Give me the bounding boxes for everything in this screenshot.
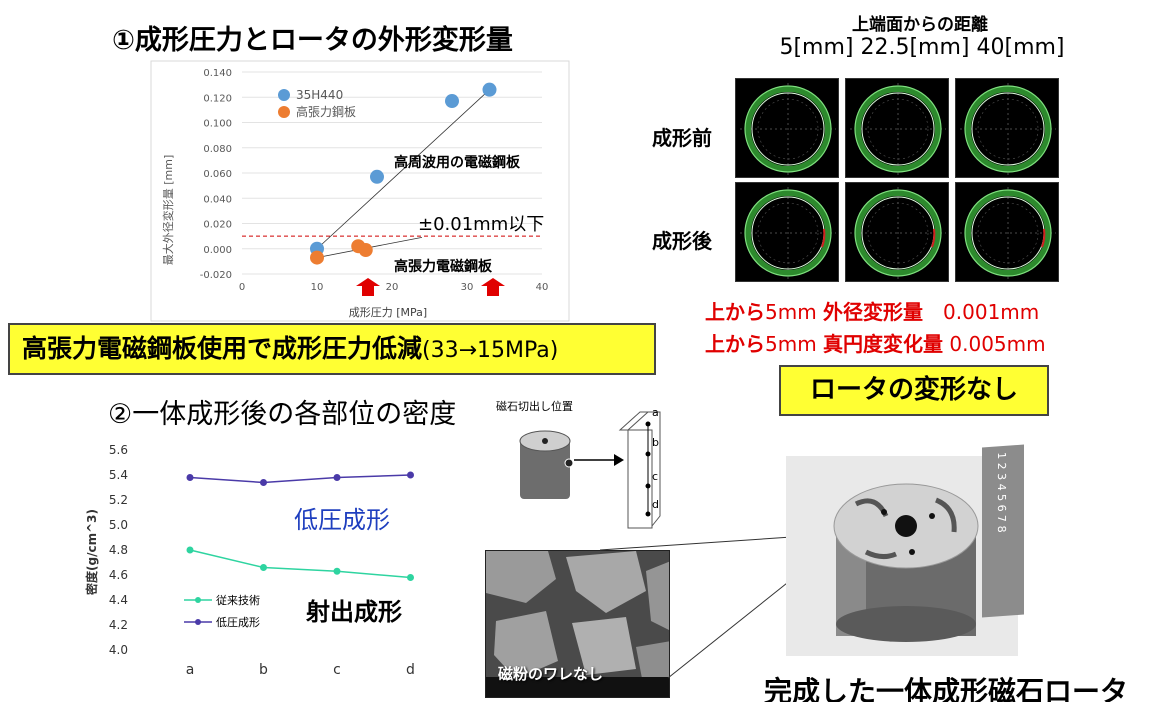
small-rotor-photo [514, 425, 576, 501]
section2-title: ②一体成形後の各部位の密度 [108, 399, 457, 430]
ring-section-image [735, 78, 839, 178]
arrow-33mpa [481, 278, 505, 296]
chart1-xtick: 10 [311, 282, 324, 293]
distance-title: 上端面からの距離 [852, 15, 988, 35]
ruler: 1 2 3 4 5 6 7 8 [982, 444, 1024, 618]
pressure-reduction-banner: 高張力電磁鋼板使用で成形圧力低減(33→15MPa) [8, 323, 656, 375]
ring-section-image [955, 182, 1059, 282]
cut-point-a: a [652, 406, 659, 419]
micrograph-caption: 磁粉のワレなし [498, 665, 604, 683]
pointer-arrow [574, 454, 624, 466]
series-point-1 [407, 471, 414, 479]
chart2-xtick: c [333, 662, 341, 678]
chart2-ytick: 4.8 [109, 543, 128, 557]
ring-section-image [955, 78, 1059, 178]
pressure-deformation-chart: 0.140 0.120 0.100 0.080 0.060 0.040 0.020 0.000… [150, 60, 570, 322]
annotation-tolerance: ±0.01mm以下 [418, 214, 544, 235]
series-point-1 [260, 479, 267, 486]
result-outer-deformation: 上から5mm 外径変形量 0.001mm [705, 300, 1040, 324]
no-deformation-banner: ロータの変形なし [779, 365, 1049, 416]
point-35h440 [370, 169, 384, 184]
row-label-after: 成形後 [652, 229, 712, 253]
series-point-1 [186, 474, 194, 481]
chart1-xtick: 0 [239, 282, 245, 293]
cut-point-c: c [652, 470, 658, 483]
chart2-ytick: 4.6 [109, 568, 128, 582]
chart2-ytick: 5.4 [109, 468, 128, 482]
section1-title: ①成形圧力とロータの外形変形量 [112, 25, 513, 56]
chart2-xtick: b [259, 662, 268, 678]
chart1-xtick: 40 [536, 282, 549, 293]
series-point-0 [333, 567, 341, 575]
ruler-scale: 1 2 3 4 5 6 7 8 [995, 451, 1008, 534]
legend-marker-high-tension [278, 106, 290, 118]
chart2-ytick: 5.0 [109, 518, 128, 532]
result-roundness-change: 上から5mm 真円度変化量 0.005mm [705, 332, 1046, 356]
point-35h440 [482, 82, 497, 97]
chart2-ytick: 5.6 [109, 443, 128, 457]
chart2-ytick: 4.2 [109, 618, 128, 632]
row-label-before: 成形前 [652, 126, 712, 150]
chart2-xtick: d [406, 662, 415, 678]
banner1-paren: (33→15MPa) [422, 338, 559, 363]
density-chart: 5.6 5.4 5.2 5.0 4.8 4.6 4.4 4.2 4.0 a b c d 密度(g/cm… [84, 443, 415, 678]
chart1-xlabel: 成形圧力 [MPa] [349, 306, 427, 319]
series-line-1 [189, 474, 411, 484]
arrow-15mpa [356, 278, 380, 296]
legend-marker-35h440 [278, 89, 290, 101]
cut-point-b: b [652, 436, 659, 449]
chart1-ytick: 0.140 [203, 68, 232, 79]
ring-section-image [845, 78, 949, 178]
chart1-ytick: 0.120 [203, 93, 232, 104]
chart2-ytick: 4.0 [109, 643, 128, 657]
finished-rotor-caption: 完成した一体成形磁石ロータ [764, 675, 1129, 702]
chart2-ytick: 4.4 [109, 593, 128, 607]
annotation-high-frequency-steel: 高周波用の電磁鋼板 [394, 154, 521, 171]
trend-line-35h440 [316, 89, 490, 250]
chart1-ytick: 0.080 [203, 144, 232, 155]
label-low-pressure-forming: 低圧成形 [294, 506, 390, 534]
micrograph-image: 磁粉のワレなし [485, 550, 670, 698]
point-high-tension [358, 243, 373, 258]
chart1-ytick: -0.020 [200, 270, 232, 281]
chart1-ytick: 0.020 [203, 220, 232, 231]
legend-marker-low-pressure [195, 619, 201, 625]
cut-position-label: 磁石切出し位置 [496, 400, 573, 413]
point-high-tension [310, 250, 324, 265]
legend-label-low-pressure: 低圧成形 [216, 616, 260, 629]
chart2-ylabel: 密度(g/cm^3) [84, 509, 99, 595]
legend-label-high-tension: 高張力鋼板 [296, 104, 356, 119]
series-point-0 [407, 574, 414, 581]
series-point-0 [186, 546, 194, 554]
series-point-0 [260, 564, 267, 571]
legend-label-35h440: 35H440 [296, 88, 343, 102]
chart2-ytick: 5.2 [109, 493, 128, 507]
point-35h440 [445, 94, 459, 109]
distance-values: 5[mm] 22.5[mm] 40[mm] [779, 35, 1065, 60]
legend-label-conventional: 従来技術 [216, 594, 260, 607]
chart1-ytick: 0.040 [203, 194, 232, 205]
banner1-main: 高張力電磁鋼板使用で成形圧力低減 [22, 334, 423, 363]
ring-section-image [735, 182, 839, 282]
series-line-0 [189, 549, 411, 579]
chart1-ylabel: 最大外径変形量 [mm] [161, 155, 175, 266]
chart2-xtick: a [186, 662, 195, 678]
series-point-1 [333, 474, 341, 481]
ring-section-image [845, 182, 949, 282]
chart1-xtick: 20 [386, 282, 399, 293]
finished-rotor-photo [786, 456, 1018, 656]
annotation-high-tension-steel: 高張力電磁鋼板 [394, 258, 493, 275]
legend-marker-conventional [195, 597, 201, 603]
chart1-ytick: 0.100 [203, 119, 232, 130]
chart1-ytick: 0.000 [203, 245, 232, 256]
magnet-cut-diagram: a b c d [618, 406, 661, 529]
cut-point-d: d [652, 498, 659, 511]
chart1-ytick: 0.060 [203, 169, 232, 180]
label-injection-molding: 射出成形 [305, 598, 402, 626]
chart1-xtick: 30 [461, 282, 474, 293]
